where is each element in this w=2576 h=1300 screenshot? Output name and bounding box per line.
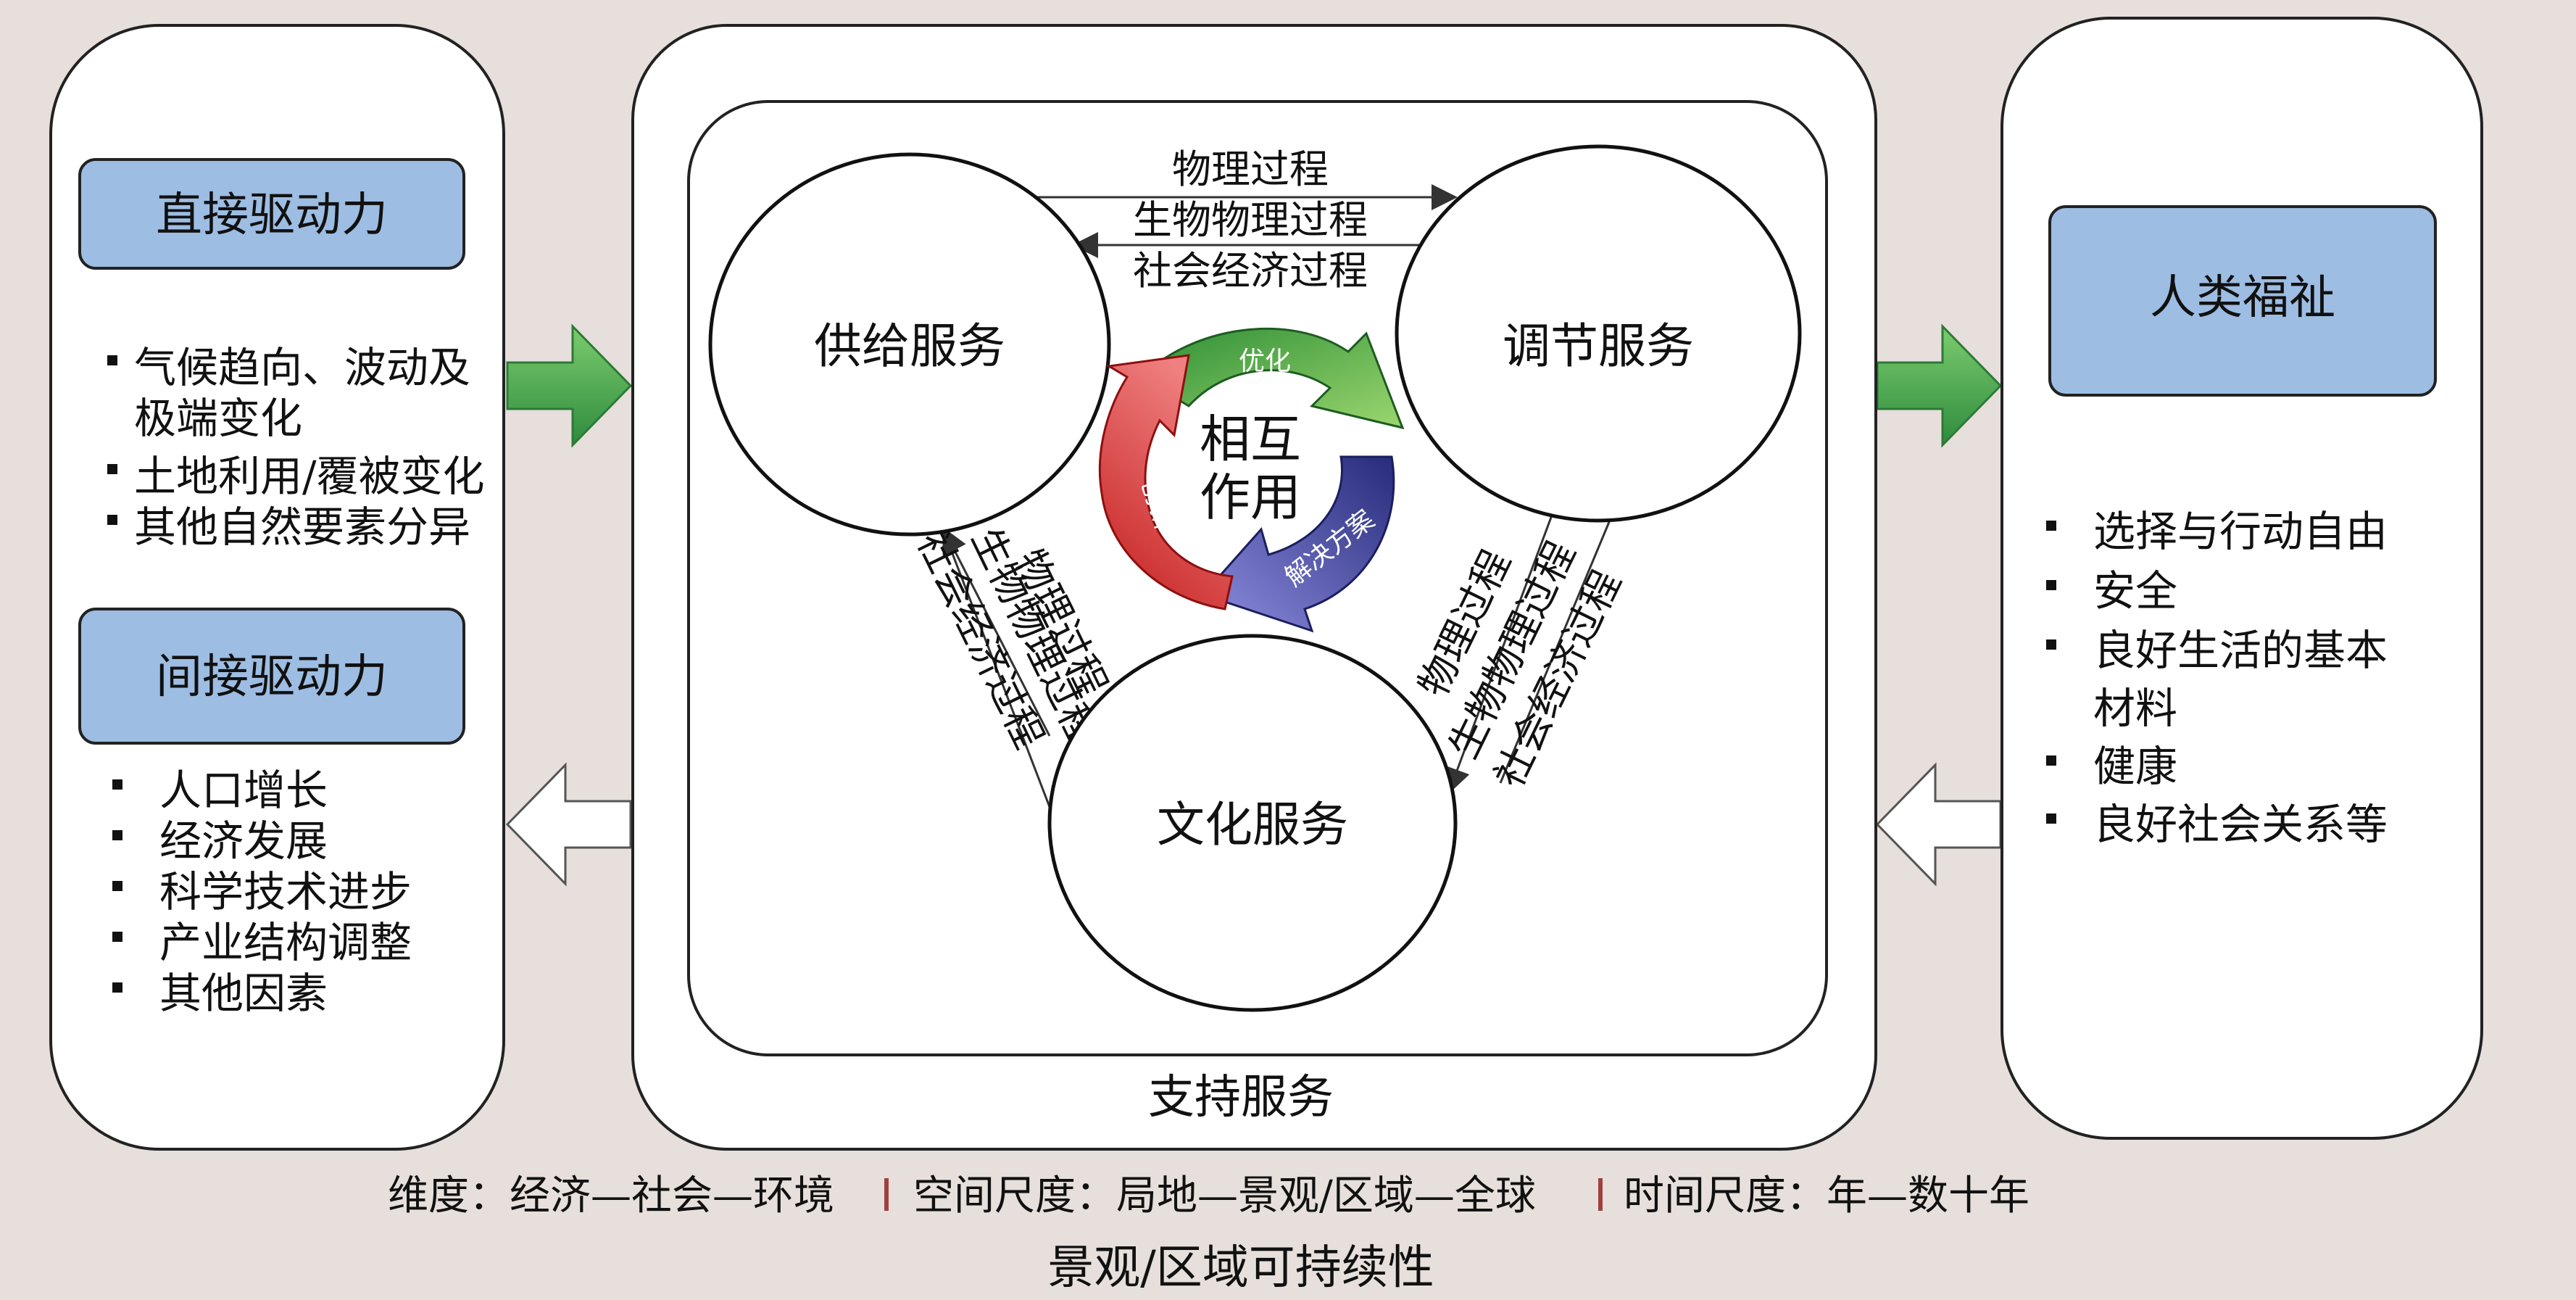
bullet-icon: [112, 881, 122, 891]
arrow-center-to-left: [505, 762, 632, 887]
cultural-service-label: 文化服务: [1157, 797, 1348, 853]
cultural-service-circle: 文化服务: [1047, 634, 1458, 1012]
footer-space: 空间尺度：局地—景观/区域—全球: [913, 1172, 1536, 1220]
supply-service-circle: 供给服务: [708, 152, 1111, 537]
footer-dimension: 维度：经济—社会—环境: [388, 1172, 834, 1220]
wellbeing-item-3: 良好生活的基本: [2093, 626, 2388, 675]
bullet-icon: [107, 464, 117, 474]
right-panel: 人类福祉 选择与行动自由 安全 良好生活的基本 材料 健康 良好社会关系等: [2000, 17, 2483, 1140]
wellbeing-item-5: 良好社会关系等: [2093, 800, 2388, 849]
process-top-labels: 物理过程 生物物理过程 社会经济过程: [1133, 146, 1368, 294]
supply-service-label: 供给服务: [814, 318, 1005, 374]
direct-driver-box: 直接驱动力: [78, 158, 465, 270]
bullet-icon: [112, 932, 122, 942]
indirect-item-5: 其他因素: [159, 969, 328, 1018]
bullet-icon: [107, 515, 117, 525]
bullet-icon: [2046, 813, 2056, 824]
cycle-solution-arrow-icon: [1201, 455, 1395, 633]
direct-driver-list: 气候趋向、波动及 极端变化 土地利用/覆被变化 其他自然要素分异: [107, 343, 485, 552]
cycle-optimize-arrow-icon: [1139, 328, 1405, 430]
indirect-item-4: 产业结构调整: [159, 918, 412, 967]
wellbeing-item-3b: 材料: [2093, 684, 2177, 733]
indirect-driver-title: 间接驱动力: [156, 650, 388, 704]
footer-time: 时间尺度：年—数十年: [1624, 1172, 2029, 1220]
bullet-icon: [112, 982, 122, 993]
process-connectors: [942, 184, 1614, 811]
indirect-item-2: 经济发展: [159, 816, 328, 866]
direct-item-2: 土地利用/覆被变化: [134, 452, 485, 501]
direct-item-3: 其他自然要素分异: [134, 502, 470, 552]
bottom-title: 景观/区域可持续性: [1047, 1241, 1434, 1295]
indirect-driver-box: 间接驱动力: [78, 608, 465, 745]
indirect-item-1: 人口增长: [159, 766, 328, 815]
bullet-icon: [112, 779, 122, 790]
process-top-1: 物理过程: [1172, 146, 1329, 192]
separator-icon: [884, 1178, 889, 1211]
direct-item-1: 气候趋向、波动及: [134, 343, 470, 392]
bullet-icon: [2046, 521, 2056, 531]
green-arrow-icon: [506, 323, 633, 448]
indirect-item-3: 科学技术进步: [159, 867, 412, 916]
indirect-driver-list: 人口增长 经济发展 科学技术进步 产业结构调整 其他因素: [112, 766, 412, 1018]
bullet-icon: [2046, 639, 2056, 650]
center-panel: 支持服务 物理过程 生物物理过程 社会经济过程 物理过程 生物物理过程 社会经济…: [631, 24, 1877, 1151]
cycle-innovate-arrow-icon: [1098, 354, 1234, 610]
human-wellbeing-title: 人类福祉: [2150, 271, 2335, 325]
regulating-service-label: 调节服务: [1503, 318, 1694, 374]
support-service-label: 支持服务: [1148, 1071, 1334, 1125]
wellbeing-item-1: 选择与行动自由: [2093, 507, 2388, 556]
bullet-icon: [2046, 580, 2056, 590]
bullet-icon: [107, 355, 117, 365]
bullet-icon: [2046, 755, 2056, 766]
hollow-arrow-icon: [505, 762, 632, 887]
direct-driver-title: 直接驱动力: [156, 189, 388, 242]
process-top-3: 社会经济过程: [1133, 248, 1368, 294]
interaction-label-2: 作用: [1200, 468, 1301, 527]
footer: 维度：经济—社会—环境 空间尺度：局地—景观/区域—全球 时间尺度：年—数十年 …: [388, 1172, 2029, 1295]
wellbeing-list: 选择与行动自由 安全 良好生活的基本 材料 健康 良好社会关系等: [2046, 507, 2388, 849]
arrow-left-to-center: [506, 323, 633, 448]
hollow-arrow-icon: [1875, 762, 2002, 887]
wellbeing-item-4: 健康: [2093, 742, 2177, 791]
human-wellbeing-box: 人类福祉: [2048, 205, 2437, 397]
regulating-service-circle: 调节服务: [1395, 144, 1802, 523]
direct-item-1b: 极端变化: [134, 394, 302, 443]
left-panel: 直接驱动力 气候趋向、波动及 极端变化 土地利用/覆被变化 其他自然要素分异 间…: [49, 24, 505, 1151]
green-arrow-icon: [1876, 323, 2003, 448]
arrow-right-to-center: [1875, 762, 2002, 887]
wellbeing-item-2: 安全: [2093, 566, 2177, 616]
process-top-2: 生物物理过程: [1133, 197, 1368, 243]
bullet-icon: [112, 830, 122, 840]
cycle-optimize-label: 优化: [1239, 347, 1291, 376]
separator-icon: [1598, 1178, 1603, 1211]
interaction-label-1: 相互: [1200, 410, 1301, 469]
arrow-center-to-right: [1876, 323, 2003, 448]
